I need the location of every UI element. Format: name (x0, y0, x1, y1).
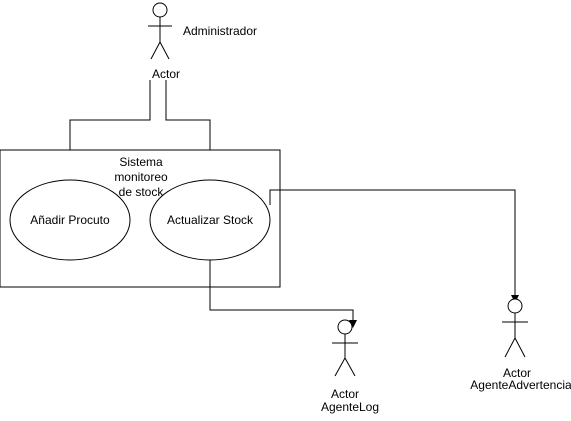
actor-admin-type: Actor (152, 67, 180, 81)
actor-agente-log[interactable]: Actor AgenteLog (321, 319, 379, 414)
admin-connector-left (69, 80, 151, 150)
use-case-add-product-label: Añadir Procuto (30, 213, 110, 227)
system-title-line-3: de stock (119, 185, 165, 199)
actor-head-icon (337, 319, 353, 335)
actor-log-name: AgenteLog (321, 400, 379, 414)
actor-head-icon (507, 298, 523, 314)
actor-head-icon (152, 2, 168, 18)
actor-agente-advertencia[interactable]: Actor AgenteAdvertencia (470, 298, 571, 392)
connector-to-agente-advertencia (269, 189, 519, 303)
system-title-line-2: monitoreo (114, 170, 168, 184)
actor-warning-name: AgenteAdvertencia (470, 378, 571, 392)
connector-to-agente-log (209, 260, 357, 328)
actor-warning-type: Actor (503, 366, 531, 380)
use-case-update-stock-label: Actualizar Stock (167, 213, 254, 227)
actor-admin-name: Administrador (183, 24, 257, 38)
actor-administrador[interactable]: Administrador Actor (148, 2, 257, 81)
system-title-line-1: Sistema (119, 155, 163, 169)
use-case-update-stock[interactable]: Actualizar Stock (149, 179, 271, 261)
use-case-add-product[interactable]: Añadir Procuto (9, 179, 131, 261)
admin-connector-right (165, 80, 211, 150)
actor-log-type: Actor (331, 387, 359, 401)
